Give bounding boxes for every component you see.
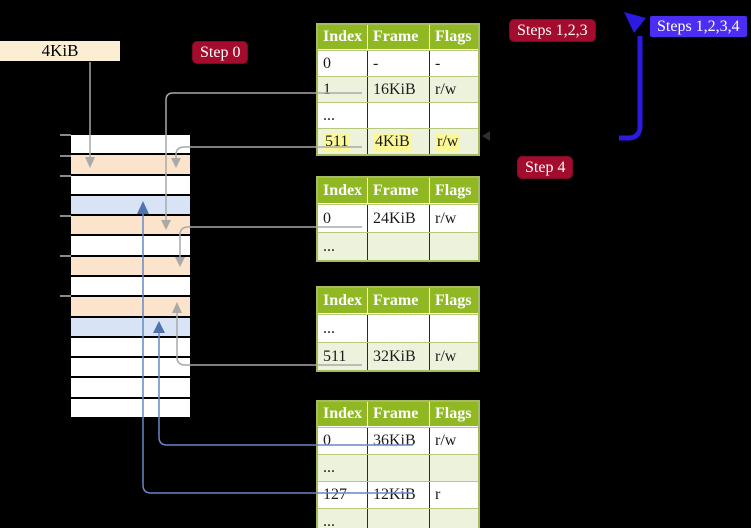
table-row: ... (318, 232, 478, 260)
table-cell (367, 103, 429, 128)
table-cell: r/w (429, 428, 478, 454)
table-cell (429, 103, 478, 128)
address-tick (60, 215, 71, 217)
column-header: Frame (367, 402, 429, 426)
table-cell: r/w (429, 77, 478, 102)
address-tick (60, 175, 71, 177)
steps1234-badge: Steps 1,2,3,4 (650, 16, 747, 37)
table-cell: 0 (323, 432, 331, 449)
table-cell: 36KiB (367, 428, 429, 454)
arrowhead-left-icon (482, 131, 490, 141)
memory-row-white (71, 378, 190, 399)
table-cell (367, 315, 429, 342)
table-cell: 511 (323, 132, 351, 151)
memory-row-peach (71, 297, 190, 318)
memory-row-white (71, 337, 190, 359)
frame-size-label: 4KiB (0, 41, 120, 61)
table-cell: ... (323, 106, 335, 124)
step4-badge: Step 4 (517, 156, 574, 179)
memory-row-peach (71, 256, 190, 277)
table-cell (367, 455, 429, 481)
table-cell: ... (323, 459, 335, 476)
table-cell (429, 509, 478, 528)
arrowhead-upleft-icon (624, 12, 646, 33)
column-header: Flags (429, 25, 478, 49)
table-cell (429, 233, 478, 260)
memory-row-blue (71, 195, 190, 217)
column-header: Flags (429, 178, 478, 203)
table-cell: ... (323, 513, 335, 528)
table-cell: 127 (323, 486, 347, 503)
physical-memory-column (71, 135, 190, 417)
table-cell: r/w (429, 129, 478, 154)
column-header: Flags (429, 402, 478, 426)
address-tick (60, 295, 71, 297)
table-cell: r/w (429, 343, 478, 370)
memory-row-white (71, 358, 190, 379)
address-tick (60, 134, 71, 136)
table-row: 0 -- (318, 50, 478, 76)
table-row: ... (318, 102, 478, 128)
memory-row-peach (71, 155, 190, 176)
column-header: Index (323, 181, 363, 199)
column-header: Frame (367, 288, 429, 313)
memory-row-white (71, 398, 190, 417)
column-header: Index (323, 28, 363, 45)
table-cell: - (429, 51, 478, 76)
step0-badge: Step 0 (192, 41, 249, 64)
table-cell: ... (323, 237, 335, 255)
steps123-badge: Steps 1,2,3 (509, 19, 596, 42)
memory-row-blue (71, 317, 190, 338)
column-header: Index (323, 405, 363, 422)
memory-row-white (71, 175, 190, 196)
table-cell (367, 233, 429, 260)
table-cell: 511 (323, 347, 347, 365)
table-cell: 12KiB (367, 482, 429, 508)
table-cell: 16KiB (367, 77, 429, 102)
table-cell: 4KiB (367, 129, 429, 154)
column-header: Flags (429, 288, 478, 313)
table-cell (429, 315, 478, 342)
address-tick (60, 255, 71, 257)
table-cell: 32KiB (367, 343, 429, 370)
table-cell: r (429, 482, 478, 508)
memory-row-peach (71, 216, 190, 237)
table-row: ... (318, 508, 478, 528)
table-cell: 24KiB (367, 205, 429, 232)
table-row: ... (318, 314, 478, 342)
steps-flow-arrow (619, 36, 643, 141)
table-cell (367, 509, 429, 528)
table-cell: ... (323, 319, 335, 337)
column-header: Frame (367, 25, 429, 49)
table-cell (429, 455, 478, 481)
column-header: Frame (367, 178, 429, 203)
memory-row-white (71, 236, 190, 257)
table-cell: r/w (429, 205, 478, 232)
address-tick (60, 155, 71, 157)
table-cell: 1 (323, 80, 331, 98)
table-row: ... (318, 454, 478, 481)
memory-row-white (71, 276, 190, 298)
memory-row-white (71, 135, 190, 156)
table-cell: 0 (323, 209, 331, 227)
table-cell: - (367, 51, 429, 76)
column-header: Index (323, 291, 363, 309)
table-cell: 0 (323, 54, 331, 72)
